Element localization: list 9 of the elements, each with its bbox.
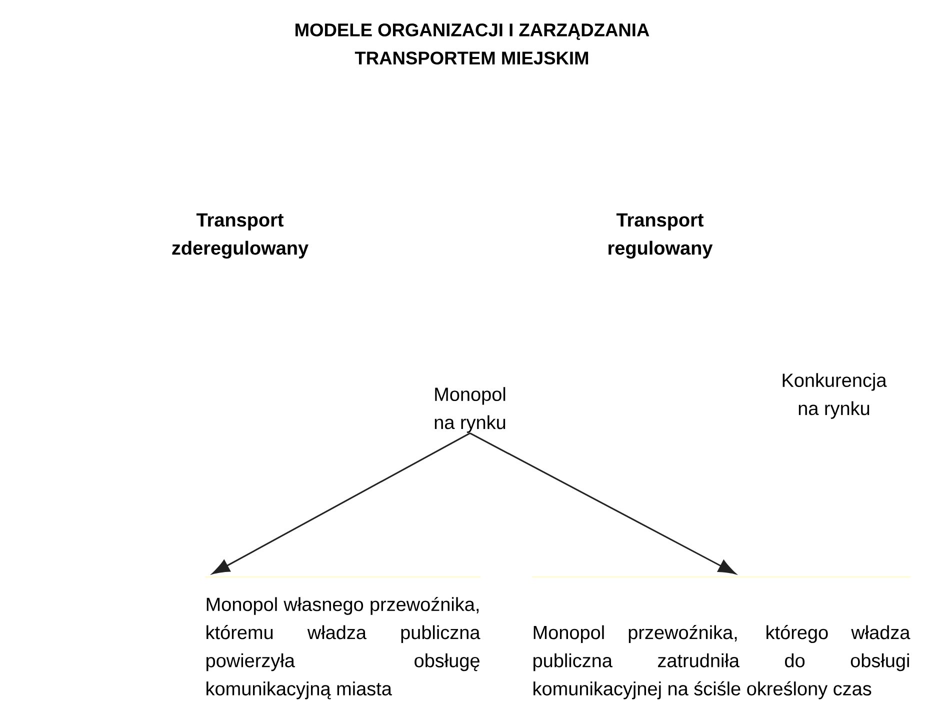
text-block: Monopol przewoźnika, którego władza publiczna zatrudniła do obsługi komunikacyjnej na ściśle określony czas (532, 576, 911, 700)
category-label: Konkurencja na rynku (782, 373, 887, 419)
category-label: Monopol na rynku (434, 387, 506, 433)
title: MODELE ORGANIZACJI I ZARZĄDZANIA TRANSPORTEM MIEJSKIM (296, 23, 650, 65)
arrow (212, 432, 470, 574)
arrow (470, 432, 736, 574)
heading: Transport zderegulowany (172, 213, 308, 259)
text-block: Monopol własnego przewoźnika, któremu władza publiczna powierzyła obsługę komunikacyjną miasta (205, 576, 481, 700)
heading: Transport regulowany (608, 213, 713, 259)
